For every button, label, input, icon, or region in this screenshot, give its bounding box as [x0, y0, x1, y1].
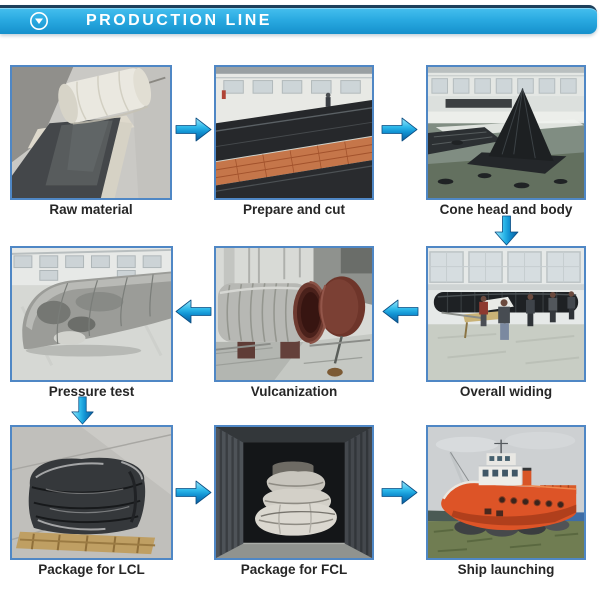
step-label-package-for-fcl: Package for FCL [240, 562, 348, 577]
step-label-cone-head-and-body: Cone head and body [439, 202, 573, 217]
cone-head-and-body-photo [426, 65, 586, 200]
step-label-ship-launching: Ship launching [457, 562, 555, 577]
flow-arrow-down-icon [493, 215, 520, 246]
step-label-vulcanization: Vulcanization [250, 384, 338, 399]
section-title: PRODUCTION LINE [86, 12, 272, 29]
chevron-down-circle-icon [29, 11, 49, 31]
flow-arrow-left-icon [382, 298, 419, 325]
step-label-package-for-lcl: Package for LCL [38, 562, 145, 577]
vulcanization-photo [214, 246, 374, 382]
step-label-raw-material: Raw material [49, 202, 133, 217]
flow-arrow-down-icon [69, 396, 96, 425]
flow-arrow-right-icon [381, 116, 418, 143]
pressure-test-photo [10, 246, 173, 382]
package-for-fcl-photo [214, 425, 374, 560]
flow-arrow-right-icon [381, 479, 418, 506]
ship-launching-photo [426, 425, 586, 560]
step-label-pressure-test: Pressure test [48, 384, 135, 399]
package-for-lcl-photo [10, 425, 173, 560]
raw-material-photo [10, 65, 172, 200]
flow-arrow-right-icon [175, 479, 212, 506]
section-header-bar [0, 5, 597, 34]
flow-arrow-left-icon [175, 298, 212, 325]
step-label-overall-widing: Overall widing [459, 384, 553, 399]
step-label-prepare-and-cut: Prepare and cut [242, 202, 346, 217]
flow-arrow-right-icon [175, 116, 212, 143]
overall-widing-photo [426, 246, 586, 382]
prepare-and-cut-photo [214, 65, 374, 200]
